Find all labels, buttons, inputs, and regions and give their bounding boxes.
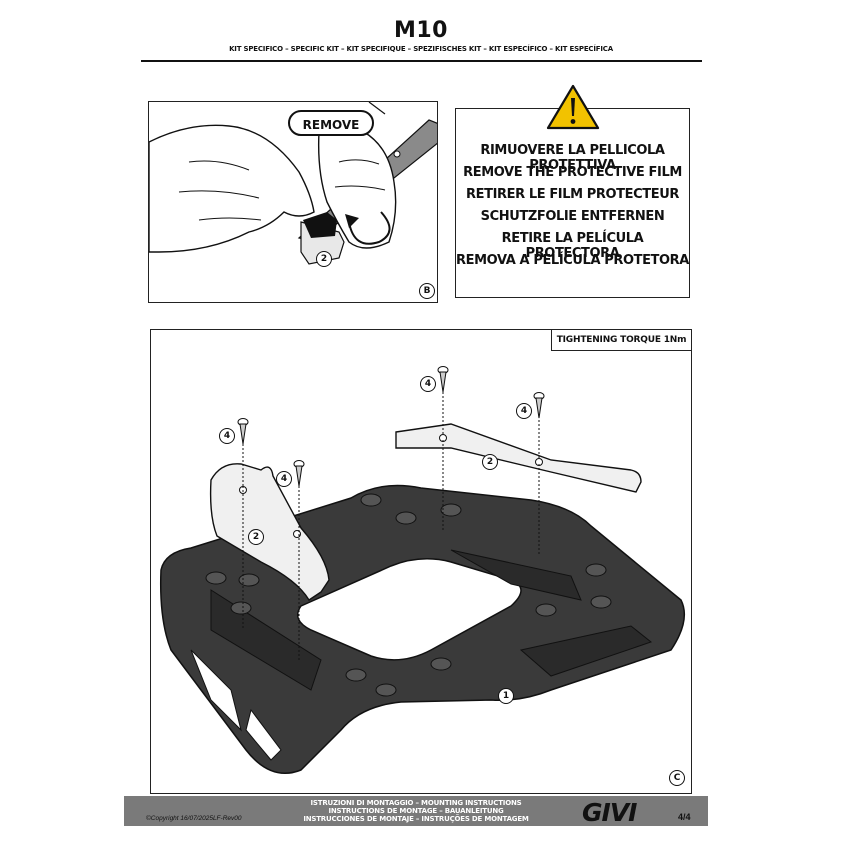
plate-badge-left: 2 — [248, 529, 264, 545]
givi-logo: GIVI — [582, 798, 637, 827]
warning-line-it: RIMUOVERE LA PELLICOLA PROTETTIVA — [480, 143, 665, 173]
footer-line-1: ISTRUZIONI DI MONTAGGIO – MOUNTING INSTR… — [310, 799, 522, 807]
screw-badge-2: 4 — [276, 471, 292, 487]
warning-line-es: RETIRE LA PELÍCULA PROTECTORA — [501, 231, 644, 261]
copyright-text: ©Copyright 16/07/2025LF-Rev00 — [146, 815, 242, 822]
page-title: M10 — [393, 18, 448, 43]
footer-line-3: INSTRUCCIONES DE MONTAJE – INSTRUÇÕES DE… — [303, 815, 529, 823]
screw-badge-1: 4 — [219, 428, 235, 444]
base-badge: 1 — [498, 688, 514, 704]
warning-line-en: REMOVE THE PROTECTIVE FILM — [463, 165, 682, 180]
tightening-torque-label: TIGHTENING TORQUE 1Nm — [551, 329, 692, 351]
warning-line-pt: REMOVA A PELÍCULA PROTETORA — [456, 253, 689, 268]
page-number: 4/4 — [678, 812, 691, 822]
footer-bar: ISTRUZIONI DI MONTAGGIO – MOUNTING INSTR… — [124, 796, 708, 826]
footer-line-2: INSTRUCTIONS DE MONTAGE – BAUANLEITUNG — [328, 807, 504, 815]
warning-triangle-icon — [546, 84, 600, 130]
assembly-illustration — [159, 366, 686, 774]
step-b-badge: B — [419, 283, 435, 299]
header-divider — [141, 60, 702, 62]
warning-line-de: SCHUTZFOLIE ENTFERNEN — [480, 209, 665, 224]
screw-badge-4: 4 — [516, 403, 532, 419]
page-subtitle: KIT SPECIFICO – SPECIFIC KIT – KIT SPECI… — [229, 45, 613, 53]
step-c-panel — [150, 329, 692, 794]
step-c-badge: C — [669, 770, 685, 786]
remove-label: REMOVE — [288, 110, 374, 136]
remove-film-illustration — [149, 102, 437, 265]
step-b-panel — [148, 101, 438, 303]
warning-panel: RIMUOVERE LA PELLICOLA PROTETTIVA REMOVE… — [455, 108, 690, 298]
screw-badge-3: 4 — [420, 376, 436, 392]
plate-badge-right: 2 — [482, 454, 498, 470]
part-number-2-badge: 2 — [316, 251, 332, 267]
warning-line-fr: RETIRER LE FILM PROTECTEUR — [466, 187, 679, 202]
